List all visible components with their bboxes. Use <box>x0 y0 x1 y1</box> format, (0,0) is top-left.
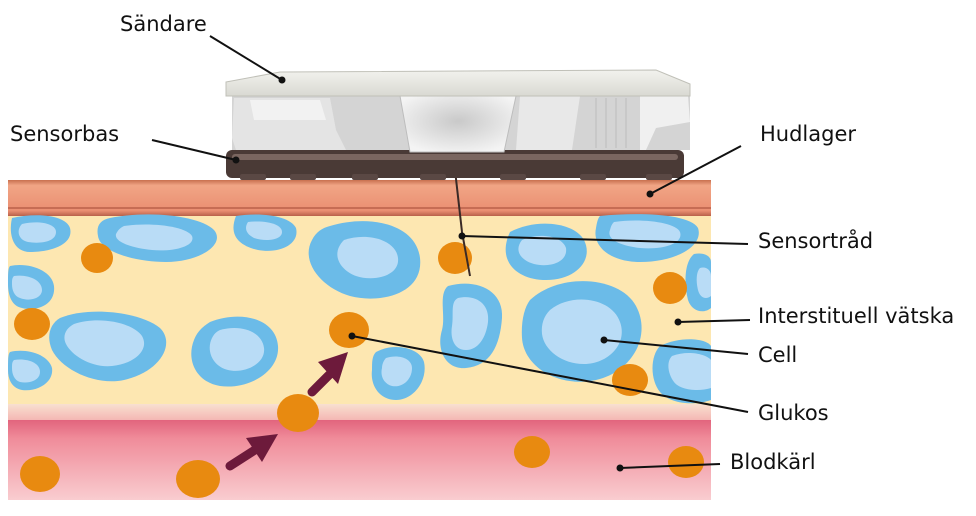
label-glucose: Glukos <box>758 401 829 425</box>
label-cell: Cell <box>758 343 797 367</box>
glucose-molecules <box>14 242 704 498</box>
cell <box>233 214 297 251</box>
transmitter <box>225 69 691 153</box>
label-sensor-base: Sensorbas <box>10 122 119 146</box>
leader-line-glucose <box>351 335 749 413</box>
cell <box>49 311 167 382</box>
leader-lines <box>151 35 751 469</box>
cell <box>308 221 421 299</box>
glucose-molecule <box>329 312 369 348</box>
leader-line-blood <box>619 463 721 469</box>
skin-layer <box>8 180 711 216</box>
glucose-molecule <box>81 243 113 273</box>
leader-line-fluid <box>677 319 751 323</box>
cell <box>191 316 279 387</box>
leader-line-sensor-wire <box>461 235 749 245</box>
cell <box>8 264 55 310</box>
glucose-molecule <box>20 456 60 492</box>
cell <box>440 283 503 369</box>
cell <box>652 339 711 404</box>
cell <box>10 215 71 252</box>
transmitter-ribs <box>595 98 627 148</box>
cell <box>521 281 642 382</box>
cell <box>685 253 711 312</box>
glucose-molecule <box>277 394 319 432</box>
cell <box>371 347 425 400</box>
blood-vessel-layer <box>8 418 711 500</box>
sensor-base-teeth <box>240 174 672 180</box>
glucose-molecule <box>668 446 704 478</box>
glucose-movement-arrows <box>225 352 348 471</box>
glucose-molecule <box>176 460 220 498</box>
transmitter-window <box>399 95 517 153</box>
sensor-base-highlight <box>232 154 678 160</box>
arrow-icon <box>225 434 278 471</box>
labels: Sändare Sensorbas Hudlager Sensortråd In… <box>10 12 954 474</box>
arrow-icon <box>307 352 348 397</box>
leader-line-cell <box>603 339 749 355</box>
label-transmitter: Sändare <box>120 12 207 36</box>
leader-line-skin <box>649 145 742 195</box>
cells <box>8 214 711 404</box>
leader-line-transmitter <box>209 35 283 81</box>
leader-dots <box>232 76 682 472</box>
cell <box>8 350 53 391</box>
label-skin-layer: Hudlager <box>760 122 856 146</box>
glucose-molecule <box>653 272 687 304</box>
glucose-molecule <box>438 242 472 274</box>
sensor-wire <box>454 169 471 277</box>
glucose-molecule <box>14 308 50 340</box>
glucose-molecule <box>514 436 550 468</box>
cgm-device <box>225 69 691 180</box>
cell <box>97 214 217 262</box>
label-sensor-wire: Sensortråd <box>758 228 873 253</box>
vessel-membrane <box>8 404 711 420</box>
cell <box>505 223 587 280</box>
transmitter-top <box>225 69 691 97</box>
leader-line-sensor-base <box>151 139 237 161</box>
label-blood-vessel: Blodkärl <box>730 450 816 474</box>
label-interstitial-fluid: Interstituell vätska <box>758 304 954 328</box>
